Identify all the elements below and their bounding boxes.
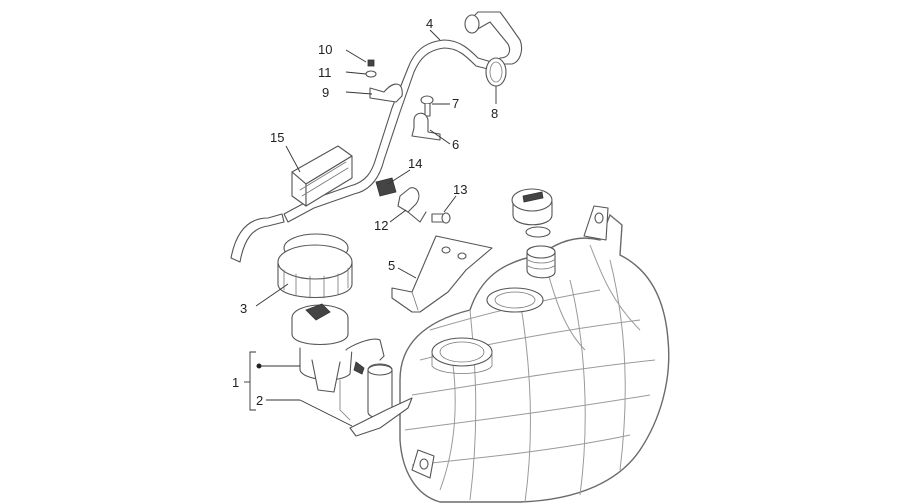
callout-6: 6	[452, 137, 459, 152]
bolt-13	[431, 212, 451, 224]
callout-10: 10	[318, 42, 332, 57]
screw-7	[420, 95, 434, 117]
fuel-tank	[399, 205, 670, 503]
callout-2: 2	[256, 393, 263, 408]
callout-13: 13	[453, 182, 467, 197]
washer-11	[365, 70, 377, 78]
callout-1: 1	[232, 375, 239, 390]
hose-clamp-ring	[485, 57, 507, 87]
callout-9: 9	[322, 85, 329, 100]
callout-7: 7	[452, 96, 459, 111]
pump-lock-ring	[277, 233, 353, 299]
filler-cap	[511, 188, 553, 238]
hose-clip-6	[411, 112, 441, 141]
callout-15: 15	[270, 130, 284, 145]
screw-10	[367, 59, 375, 67]
callout-12: 12	[374, 218, 388, 233]
callout-5: 5	[388, 258, 395, 273]
hose-clip-9	[369, 83, 403, 103]
callout-8: 8	[491, 106, 498, 121]
protective-sleeve	[291, 145, 353, 207]
callout-labels: 4 10 11 9 7 8 6 15 14 13 12 5 3 1 2	[232, 16, 498, 408]
rubber-damper-12	[397, 187, 427, 223]
callout-3: 3	[240, 301, 247, 316]
fuel-hose	[230, 11, 523, 263]
support-bracket	[391, 235, 493, 313]
callout-11: 11	[318, 65, 332, 80]
fuel-pump-assembly	[291, 303, 413, 437]
leader-lines	[244, 29, 497, 427]
callout-4: 4	[426, 16, 433, 31]
callout-14: 14	[408, 156, 422, 171]
